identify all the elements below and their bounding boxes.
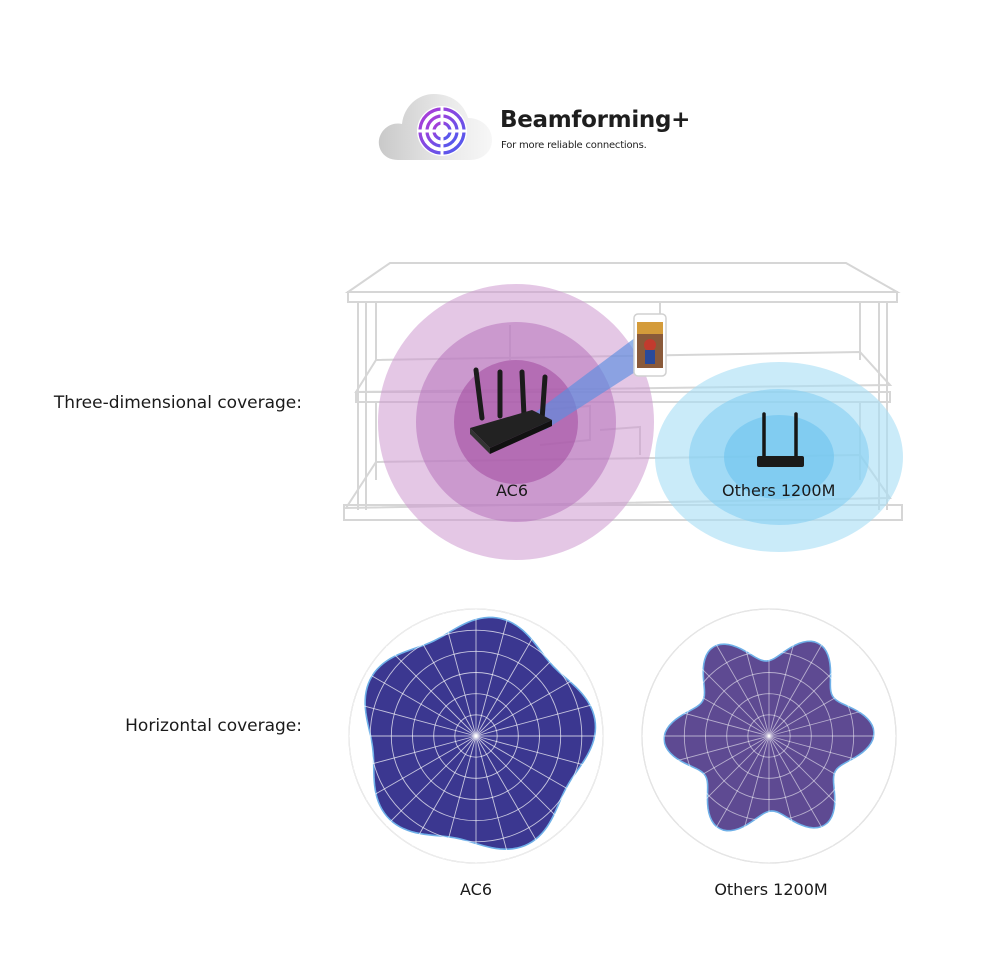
horizontal-coverage-label: Horizontal coverage: <box>125 716 302 736</box>
page-title: Beamforming+ <box>500 107 691 133</box>
others-polar-chart <box>641 608 897 864</box>
ac6-polar-grid <box>348 608 604 864</box>
scene-others-label: Others 1200M <box>722 481 836 500</box>
beamforming-beam <box>525 334 660 430</box>
ac6-polar-chart <box>348 608 604 864</box>
target-icon <box>417 106 467 156</box>
ac6-router-icon <box>470 367 552 454</box>
scene-ac6-label: AC6 <box>496 481 529 500</box>
others-router-icon <box>757 412 804 467</box>
cloud-icon <box>378 94 492 160</box>
page-subtitle: For more reliable connections. <box>501 140 647 151</box>
others-polar-grid <box>641 608 897 864</box>
three-dimensional-coverage-label: Three-dimensional coverage: <box>53 393 302 413</box>
header: Beamforming+ For more reliable connectio… <box>376 80 690 164</box>
smartphone-icon <box>633 313 667 377</box>
polar-ac6-label: AC6 <box>459 880 492 899</box>
polar-others-label: Others 1200M <box>714 880 828 899</box>
